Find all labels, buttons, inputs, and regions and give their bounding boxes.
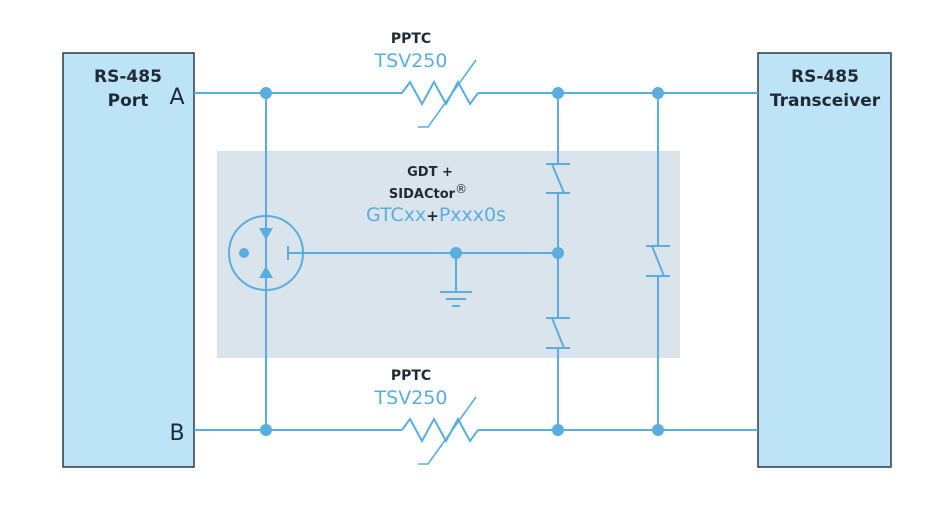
protection-label-line2: SIDACtor® [389,182,467,202]
sidactor-column [546,93,570,430]
sidactor-part: Pxxx0s [439,204,506,226]
rs485-transceiver-block [757,52,892,468]
gdt-part: GTCxx [366,204,426,226]
ground-symbol [440,253,472,307]
pin-b-label: B [169,421,184,446]
transceiver-label-line1: RS-485 [791,67,859,87]
pptc-top-symbol [418,59,477,128]
line-a [194,79,758,107]
pptc-bottom-symbol [418,396,477,465]
line-b [194,416,758,444]
tvs-column [646,93,670,430]
pin-a-label: A [169,85,184,110]
registered-mark: ® [455,182,467,196]
protection-parts: GTCxx+Pxxx0s [366,204,506,226]
pptc-bottom-type: PPTC [391,368,431,384]
pptc-bottom-part: TSV250 [374,387,448,409]
plus-sign: + [426,207,439,225]
protection-label-line1: GDT + [407,165,453,180]
port-label-line2: Port [108,91,149,111]
port-label-line1: RS-485 [94,67,162,87]
rs485-port-block [62,52,195,468]
junction-dots [260,87,664,436]
sidactor-name: SIDACtor [389,187,456,202]
pptc-top-type: PPTC [391,31,431,47]
transceiver-label-line2: Transceiver [770,91,881,111]
gdt-branch [228,93,558,430]
pptc-top-part: TSV250 [374,50,448,72]
